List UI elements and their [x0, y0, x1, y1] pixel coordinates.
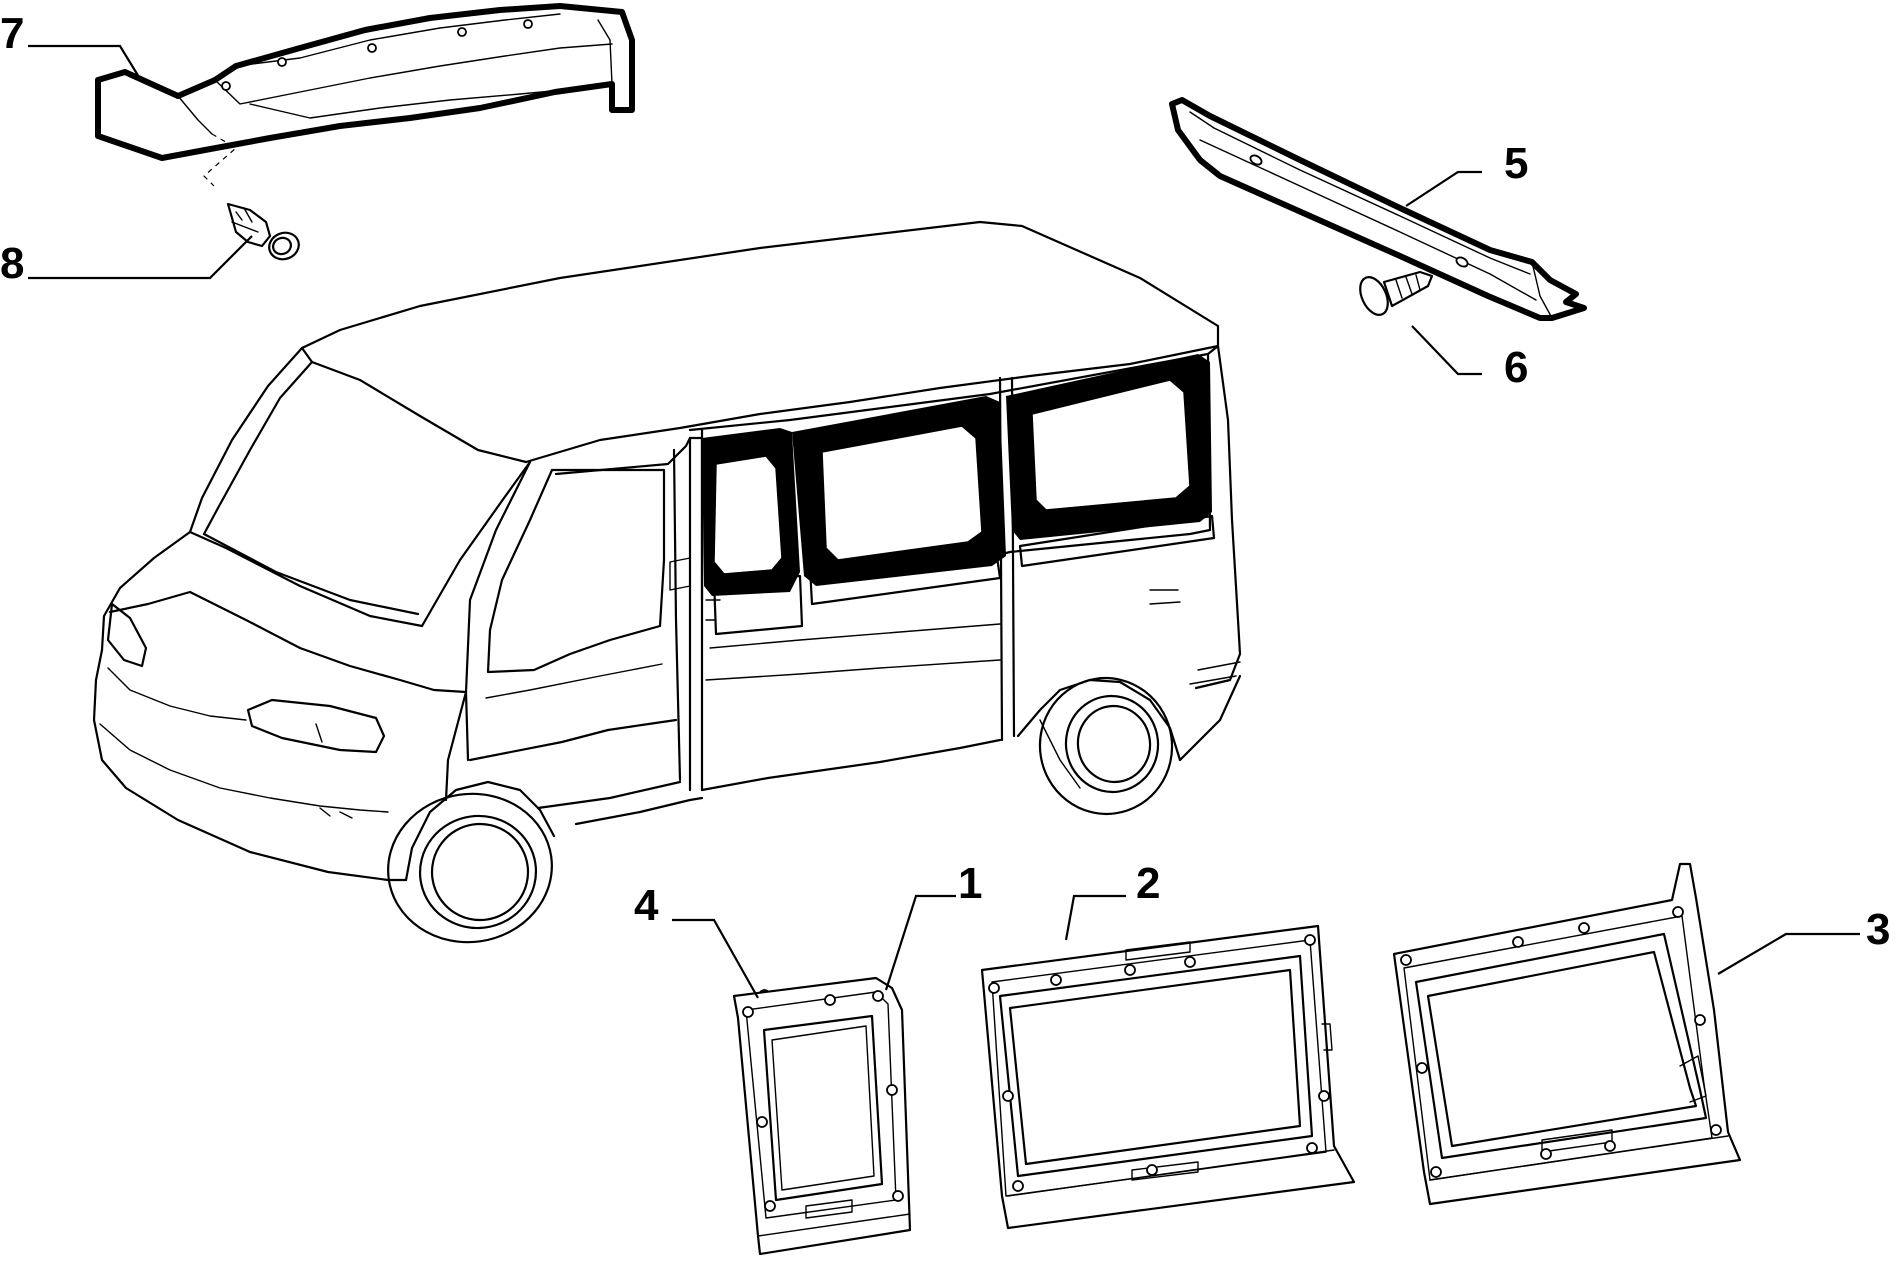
callout-2: 2 [1136, 859, 1160, 908]
part-1-window-frame [732, 976, 912, 1256]
callout-4: 4 [634, 881, 659, 930]
leader-lines [28, 44, 1860, 999]
part-8-clip [226, 202, 300, 261]
part-5-door-rail [1169, 97, 1587, 321]
leader-6 [1411, 325, 1482, 376]
leader-1 [884, 894, 956, 991]
callout-5: 5 [1504, 139, 1528, 188]
callout-7: 7 [0, 9, 24, 58]
leader-5 [1405, 170, 1482, 207]
leader-2 [1064, 894, 1126, 941]
part-2-window-frame [980, 924, 1356, 1230]
callout-8: 8 [0, 239, 24, 288]
callout-labels: 7 8 5 6 4 1 2 3 [0, 9, 1890, 954]
part-6-screw [1359, 270, 1434, 316]
van-illustration [92, 220, 1242, 944]
callout-3: 3 [1866, 905, 1890, 954]
callout-1: 1 [958, 859, 982, 908]
leader-7 [28, 44, 143, 83]
part-3-window-frame [1392, 862, 1742, 1206]
leader-3 [1717, 932, 1860, 975]
part-7-roof-trim [95, 3, 635, 187]
leader-4 [672, 918, 759, 999]
callout-6: 6 [1504, 343, 1528, 392]
leader-8 [28, 235, 253, 280]
